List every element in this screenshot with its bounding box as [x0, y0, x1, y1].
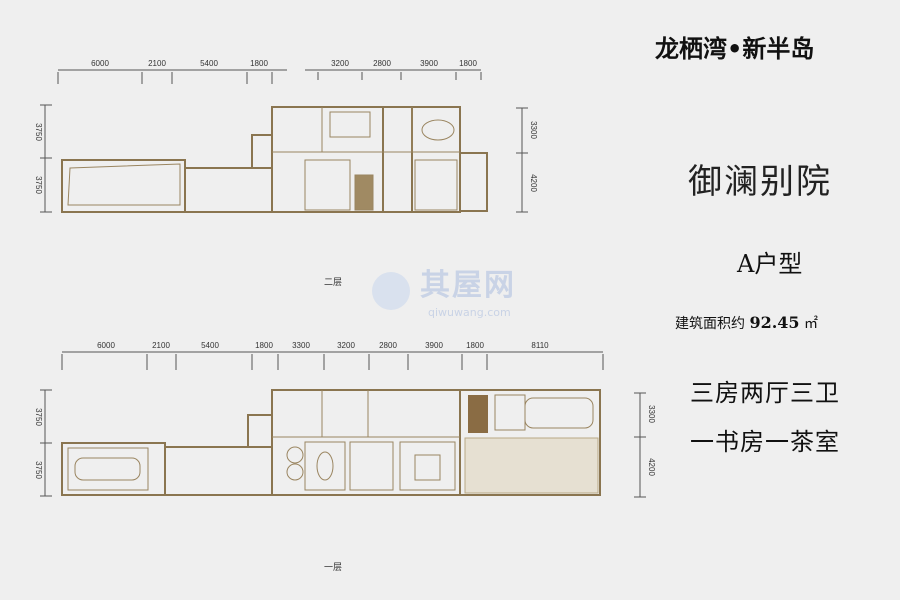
dim-label: 3750 [34, 176, 43, 194]
dim-label: 4200 [647, 458, 656, 476]
dim-label: 3300 [647, 405, 656, 423]
dim-label: 2100 [148, 59, 166, 68]
upper-dimension-line: 6000 2100 5400 1800 3200 2800 3900 1800 … [34, 59, 538, 213]
ground-floor-plan: 一层 [61, 389, 601, 573]
watermark-logo-icon [372, 272, 410, 310]
dim-label: 3750 [34, 461, 43, 479]
dim-label: 1800 [466, 341, 484, 350]
dim-label: 2100 [152, 341, 170, 350]
dim-label: 6000 [97, 341, 115, 350]
dim-label: 3300 [529, 121, 538, 139]
dim-label: 2800 [373, 59, 391, 68]
dim-label: 3300 [292, 341, 310, 350]
dim-label: 3200 [337, 341, 355, 350]
area-label: 建筑面积约 [675, 316, 745, 332]
building-area: 建筑面积约 92.45 ㎡ [675, 313, 818, 334]
unit-type: A户型 [737, 250, 803, 278]
dim-label: 8110 [531, 341, 549, 350]
area-value: 92.45 [749, 313, 800, 332]
dim-label: 4200 [529, 174, 538, 192]
dim-label: 3900 [420, 59, 438, 68]
floor-label-ground: 一层 [324, 562, 342, 573]
dim-label: 3200 [331, 59, 349, 68]
dim-label: 6000 [91, 59, 109, 68]
dim-label: 5400 [200, 59, 218, 68]
dim-label: 3900 [425, 341, 443, 350]
ground-dimension-line: 6000 2100 5400 1800 3300 3200 2800 3900 … [34, 341, 656, 498]
dim-label: 1800 [255, 341, 273, 350]
watermark-url: qiwuwang.com [428, 306, 511, 319]
feature-line-2: 一书房一茶室 [690, 428, 840, 456]
dim-label: 3750 [34, 123, 43, 141]
dim-label: 1800 [250, 59, 268, 68]
watermark: 其屋网 qiwuwang.com [372, 268, 516, 320]
floor-label-upper: 二层 [324, 277, 342, 288]
brand-title: 龙栖湾•新半岛 [655, 35, 815, 63]
upper-floor-plan: 二层 [61, 106, 488, 288]
dim-label: 3750 [34, 408, 43, 426]
dim-label: 1800 [459, 59, 477, 68]
project-name: 御澜别院 [688, 162, 832, 202]
feature-line-1: 三房两厅三卫 [690, 379, 840, 407]
area-unit: ㎡ [804, 316, 819, 332]
dim-label: 5400 [201, 341, 219, 350]
dim-label: 2800 [379, 341, 397, 350]
watermark-name: 其屋网 [420, 268, 516, 303]
